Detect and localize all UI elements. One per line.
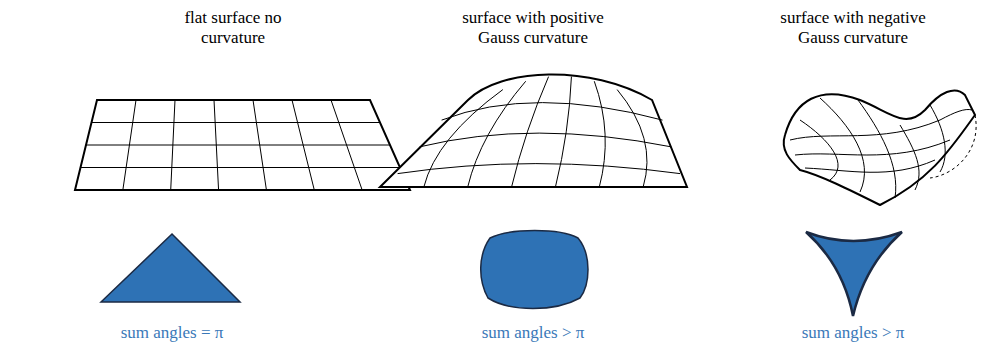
angle-sum-label: sum angles = π — [92, 323, 252, 343]
angle-sum-label: sum angles > π — [453, 323, 613, 343]
panel-heading: flat surface no curvature — [178, 8, 288, 48]
flat-triangle — [101, 234, 240, 302]
panel-heading: surface with negative Gauss curvature — [761, 8, 946, 48]
positive-triangle — [481, 231, 588, 309]
panel-heading: surface with positive Gauss curvature — [443, 8, 623, 48]
dome-surface — [380, 74, 687, 187]
negative-triangle — [806, 232, 902, 316]
angle-sum-label: sum angles > π — [773, 323, 933, 343]
flat-surface — [75, 100, 410, 190]
saddle-surface — [784, 90, 976, 205]
